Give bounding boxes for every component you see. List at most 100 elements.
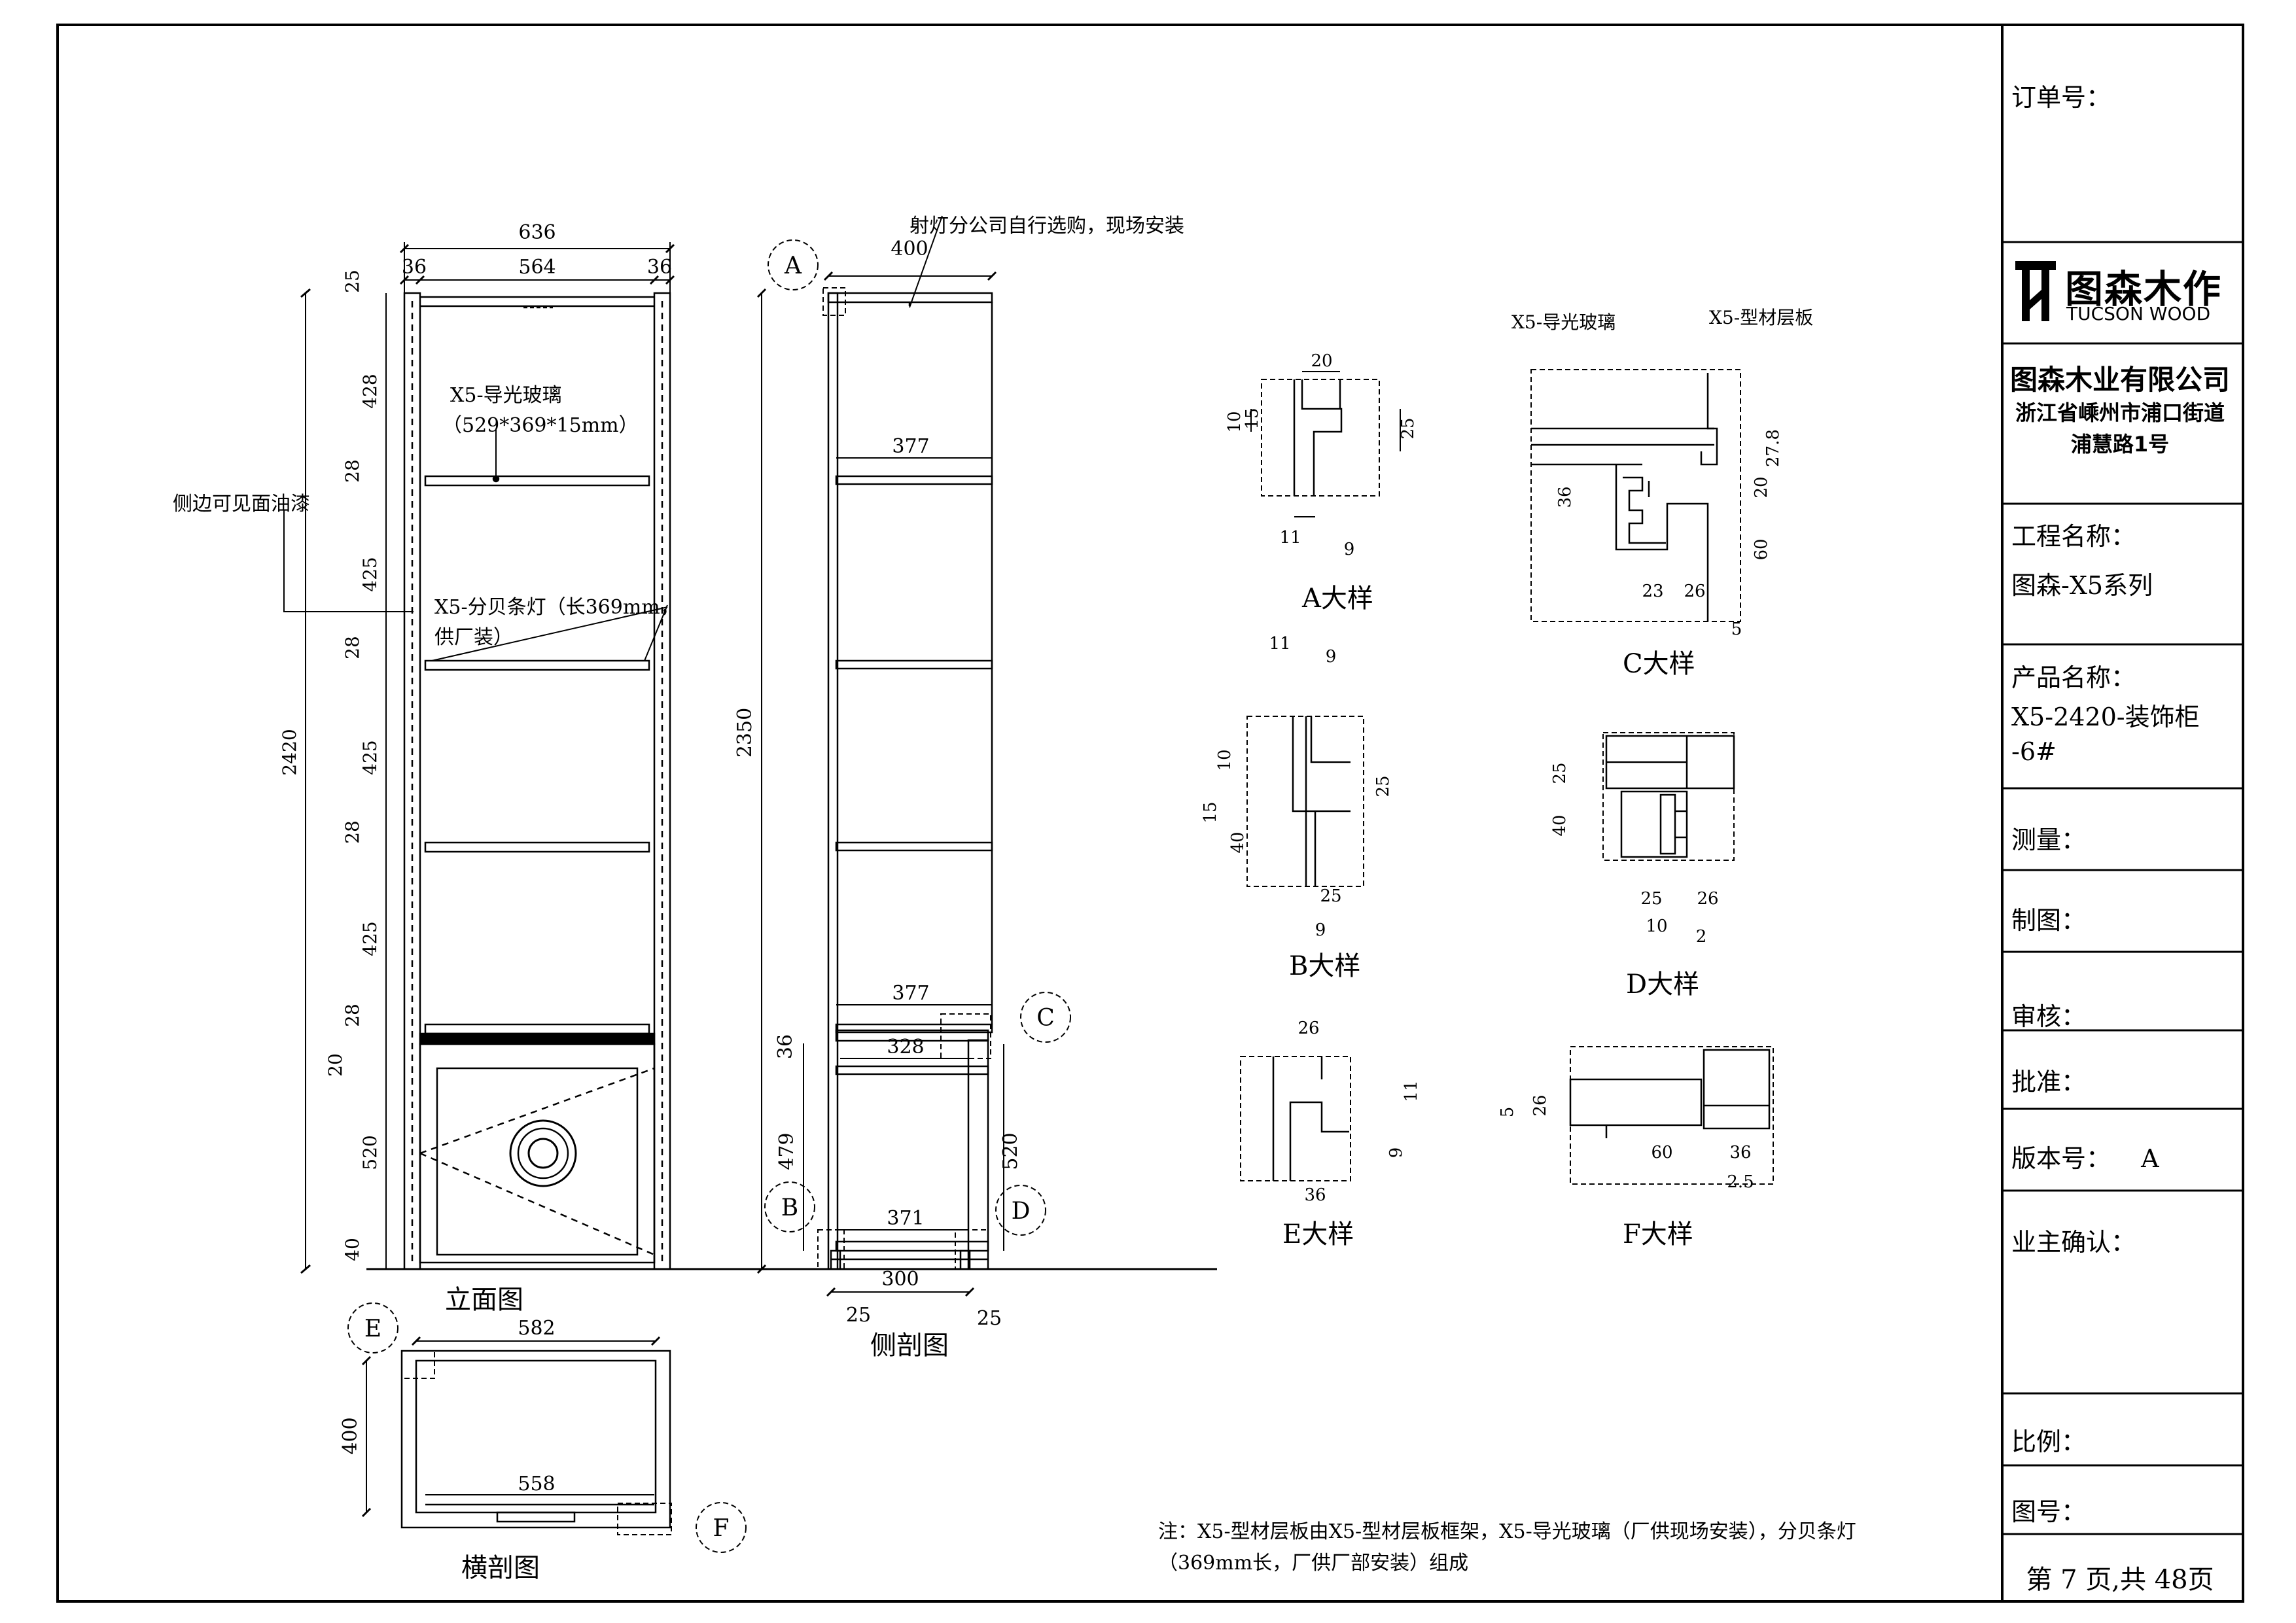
det-b-dim-4: 40 [1228,831,1248,853]
tucson-logo-icon [2015,261,2056,321]
order-no-label: 订单号： [2011,83,2111,112]
callout-f: F [713,1515,730,1542]
plan-section-view [400,1350,672,1535]
side-section-title: 侧剖图 [870,1331,949,1361]
elev-stack-1: 428 [359,374,381,408]
plan-section-dimensions [361,1336,661,1518]
det-c-dim-3: 60 [1752,538,1771,560]
elev-side-paint-label: 侧边可见面油漆 [173,493,310,515]
elev-stack-3: 425 [359,557,381,591]
elev-light-strip-line1: X5-分贝条灯（长369mm， [434,596,680,619]
det-f-dim-1: 26 [1530,1094,1550,1116]
note-line-1: 注：X5-型材层板由X5-型材层板框架，X5-导光玻璃（厂供现场安装），分贝条灯 [1158,1520,1856,1543]
company-logo: 图森木作 TUCSON WOOD [2015,258,2231,330]
side-dim-foot-left: 25 [846,1304,871,1327]
product-value-1: X5-2420-装饰柜 [2011,703,2200,731]
callout-b: B [781,1195,798,1221]
elev-stack-7: 425 [359,921,381,956]
version-cell: 版本号： A [2002,1126,2238,1174]
side-dim-cab-right: 520 [999,1132,1022,1170]
owner-confirm-label: 业主确认： [2011,1228,2136,1257]
elev-dim-total-height: 2420 [279,729,300,775]
side-dim-bottom-371: 371 [887,1207,924,1230]
det-a-dim-2: 15 [1243,408,1262,429]
side-dim-upper-box: 36 [774,1034,797,1059]
detail-c-title: C大样 [1623,649,1695,679]
det-d-dim-5: 2 [1696,927,1707,947]
det-c-dim-5: 26 [1684,582,1705,601]
det-e-dim-2: 9 [1386,1147,1406,1159]
elev-stack-2: 28 [342,459,363,483]
elev-dim-side-left: 36 [402,256,427,279]
logo-text-cn: 图森木作 [2065,267,2223,311]
detail-e-drawing [1240,1056,1351,1181]
det-b-dim-6: 25 [1320,886,1341,906]
side-section-callouts [764,239,1071,1236]
detail-b-title: B大样 [1289,951,1360,981]
det-f-dim-2: 60 [1651,1143,1672,1162]
det-f-dim-4: 2.5 [1727,1172,1754,1192]
title-block-grid [2002,241,2243,1535]
det-b-dim-2: 10 [1215,749,1235,771]
det-a-dim-1: 10 [1225,411,1245,432]
det-b-dim-1: 9 [1326,647,1337,667]
det-b-dim-7: 9 [1315,920,1326,940]
company-address-2: 浦慧路1号 [2070,432,2170,457]
page-info: 第 7 页,共 48页 [2026,1565,2214,1595]
review-label: 审核： [2011,1002,2087,1031]
sheet-border [56,24,2244,1603]
det-a-dim-5: 9 [1344,540,1355,559]
detail-d-drawing [1602,732,1735,861]
det-c-label-glass: X5-导光玻璃 [1511,311,1616,333]
detail-a-drawing [1261,379,1380,497]
callout-c: C [1036,1005,1055,1032]
side-dim-foot-width: 300 [881,1268,919,1291]
det-a-dim-0: 20 [1311,351,1332,371]
elev-stack-4: 28 [342,636,363,659]
detail-c-drawing [1530,369,1741,622]
elevation-view [283,292,1217,1270]
det-d-dim-4: 10 [1646,916,1667,936]
page-info-cell: 第 7 页,共 48页 [2002,1549,2238,1596]
det-b-dim-5: 25 [1373,775,1393,797]
side-dim-inner-328: 328 [887,1036,924,1058]
elev-stack-6: 28 [342,820,363,844]
order-no-cell: 订单号： [2002,65,2238,113]
side-spotlight-note: 射灯分公司自行选购，现场安装 [910,215,1184,237]
side-dim-shelf1: 377 [892,435,929,458]
plan-section-title: 横剖图 [461,1553,540,1583]
plan-dim-inner: 558 [518,1473,555,1495]
side-section-dimensions [756,215,1004,1297]
det-c-label-profile: X5-型材层板 [1709,307,1813,328]
elev-light-strip-line2: 供厂装） [434,626,513,649]
elev-stack-11: 40 [342,1238,363,1261]
approve-label: 批准： [2011,1068,2087,1096]
plan-dim-depth: 400 [339,1417,362,1454]
elevation-dimensions [300,242,675,1274]
det-a-dim-4: 11 [1279,528,1301,548]
note-line-2: （369mm长，厂供厂部安装）组成 [1158,1552,1469,1575]
elev-stack-5: 425 [359,740,381,775]
callout-e: E [364,1316,381,1342]
detail-d-title: D大样 [1626,969,1699,1000]
scale-label: 比例： [2011,1427,2087,1456]
detail-a-dims [1250,371,1401,517]
det-f-dim-0: 5 [1498,1107,1517,1118]
draw-cell: 制图： [2002,888,2238,936]
product-cell: 产品名称： X5-2420-装饰柜 -6# [2002,646,2238,767]
det-c-dim-0: 36 [1555,486,1575,508]
draw-label: 制图： [2011,906,2087,935]
callout-a: A [784,253,802,279]
det-d-dim-1: 40 [1550,814,1570,836]
det-c-dim-2: 27.8 [1763,429,1783,467]
det-c-dim-1: 20 [1752,476,1771,498]
project-label: 工程名称： [2011,522,2136,551]
approve-cell: 批准： [2002,1050,2238,1098]
version-label: 版本号： [2011,1144,2111,1173]
drawing-note: 注：X5-型材层板由X5-型材层板框架，X5-导光玻璃（厂供现场安装），分贝条灯… [1158,1516,1989,1579]
det-a-dim-3: 25 [1398,417,1418,439]
elev-stack-10: 520 [359,1135,381,1170]
measure-cell: 测量： [2002,808,2238,856]
